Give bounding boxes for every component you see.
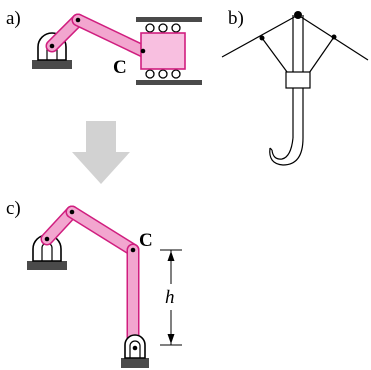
panel-c: c) C h xyxy=(6,198,182,368)
joint-right-b xyxy=(331,34,337,40)
strut-left xyxy=(261,37,291,77)
hook-tip xyxy=(269,147,273,151)
bottom-guide-a xyxy=(136,80,202,85)
link-2-a xyxy=(73,15,148,56)
pin-joint-c-a xyxy=(140,48,146,54)
panel-b-label: b) xyxy=(228,8,244,29)
dimension-h-label: h xyxy=(165,287,175,308)
ground-block-c-left xyxy=(27,261,67,270)
point-c-label-c: C xyxy=(139,230,153,251)
ground-block-c-bottom xyxy=(121,358,149,368)
canopy-left xyxy=(221,14,299,58)
roller-bottom-2 xyxy=(158,69,168,79)
pin-joint-c-bottom xyxy=(132,345,138,351)
hook-inner xyxy=(271,137,294,160)
roller-bottom-3 xyxy=(171,69,181,79)
panel-b: b) xyxy=(221,8,369,166)
strut-right xyxy=(306,36,335,77)
runner-sleeve xyxy=(285,71,311,89)
roller-top-2 xyxy=(158,23,168,33)
pin-joint-c-1 xyxy=(44,236,50,242)
roller-top-3 xyxy=(171,23,181,33)
dim-arrow-up-icon xyxy=(167,251,175,261)
dim-arrow-down-icon xyxy=(167,334,175,344)
panel-a-label: a) xyxy=(6,8,21,29)
roller-top-1 xyxy=(145,23,155,33)
panel-a: a) C xyxy=(6,8,202,85)
link-2-c xyxy=(67,207,138,255)
pin-joint-a-2 xyxy=(75,17,81,23)
down-arrow-icon xyxy=(72,121,130,184)
pin-joint-c-point xyxy=(130,247,136,253)
joint-left-b xyxy=(259,35,265,41)
pin-joint-c-2 xyxy=(69,209,75,215)
point-c-label-a: C xyxy=(113,57,127,78)
panel-c-label: c) xyxy=(6,198,21,219)
top-guide-a xyxy=(136,17,202,22)
top-pivot-b xyxy=(294,11,302,19)
pin-joint-a-1 xyxy=(49,43,55,49)
pin-support-c-bottom-inner xyxy=(129,340,141,358)
ground-block-a xyxy=(32,60,72,69)
roller-bottom-1 xyxy=(145,69,155,79)
hook-outer xyxy=(269,137,304,166)
slider-block-a xyxy=(140,32,186,70)
